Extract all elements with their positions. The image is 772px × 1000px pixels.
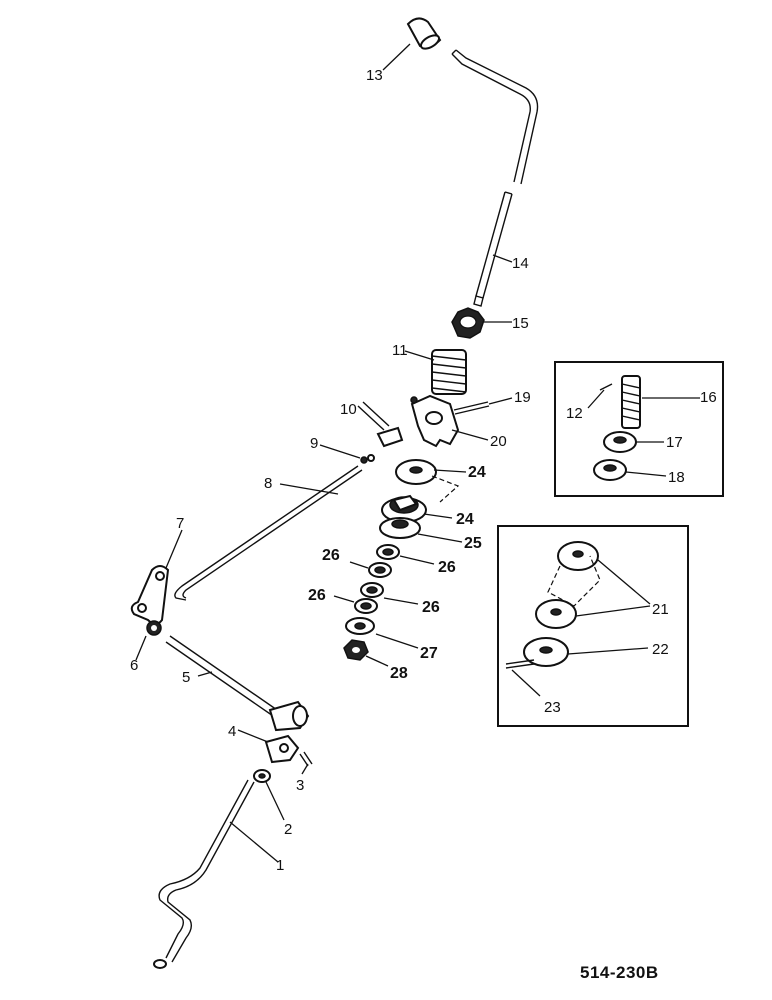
- pin: [453, 401, 490, 415]
- washer-26-d: [354, 598, 378, 614]
- washer-27: [345, 617, 375, 635]
- cross-shaft: [165, 635, 310, 732]
- upper-shift-lever: [451, 49, 539, 185]
- label-3: 3: [296, 777, 304, 794]
- label-22: 22: [652, 641, 669, 658]
- label-9: 9: [310, 435, 318, 452]
- label-16: 16: [700, 389, 717, 406]
- diagram-code: 514-230B: [580, 963, 659, 982]
- label-24-upper: 24: [468, 464, 486, 481]
- label-10: 10: [340, 401, 357, 418]
- label-26-a: 26: [322, 547, 340, 564]
- small-pin: [360, 454, 375, 464]
- gear-shift-knob: [406, 17, 442, 50]
- label-1: 1: [276, 857, 284, 874]
- label-20: 20: [490, 433, 507, 450]
- label-28: 28: [390, 665, 408, 682]
- label-4: 4: [228, 723, 236, 740]
- label-26-c: 26: [308, 587, 326, 604]
- long-control-rod: [174, 465, 363, 601]
- label-6: 6: [130, 657, 138, 674]
- washer-25: [379, 517, 421, 539]
- pin-3: [299, 751, 313, 767]
- spring: [431, 349, 467, 395]
- label-19: 19: [514, 389, 531, 406]
- disc-24-upper: [395, 459, 437, 485]
- label-13: 13: [366, 67, 383, 84]
- washer-26-b: [368, 562, 392, 578]
- label-23: 23: [544, 699, 561, 716]
- shift-lever-rod: [473, 191, 513, 307]
- inset-box-lower: [497, 525, 689, 727]
- label-26-d: 26: [422, 599, 440, 616]
- disc-24-lower: [381, 494, 427, 523]
- nut-28: [343, 639, 369, 661]
- washer-26-c: [360, 582, 384, 598]
- label-15: 15: [512, 315, 529, 332]
- shift-plate: [410, 394, 460, 448]
- label-2: 2: [284, 821, 292, 838]
- label-25: 25: [464, 535, 482, 552]
- label-5: 5: [182, 669, 190, 686]
- lever-arm: [130, 565, 170, 625]
- label-14: 14: [512, 255, 529, 272]
- label-26-b: 26: [438, 559, 456, 576]
- nut-6: [146, 620, 162, 636]
- lower-shift-rod: [153, 779, 255, 969]
- inset-box-upper: [554, 361, 724, 497]
- label-11: 11: [392, 342, 408, 359]
- bracket-4: [264, 734, 300, 764]
- label-8: 8: [264, 475, 272, 492]
- washer-2: [253, 769, 271, 783]
- selector-shaft: [357, 401, 404, 448]
- label-7: 7: [176, 515, 184, 532]
- label-24-lower: 24: [456, 511, 474, 528]
- label-18: 18: [668, 469, 685, 486]
- washer-26-a: [376, 544, 400, 560]
- label-12: 12: [566, 405, 583, 422]
- label-27: 27: [420, 645, 438, 662]
- label-21: 21: [652, 601, 669, 618]
- label-17: 17: [666, 434, 683, 451]
- gear: [451, 307, 485, 339]
